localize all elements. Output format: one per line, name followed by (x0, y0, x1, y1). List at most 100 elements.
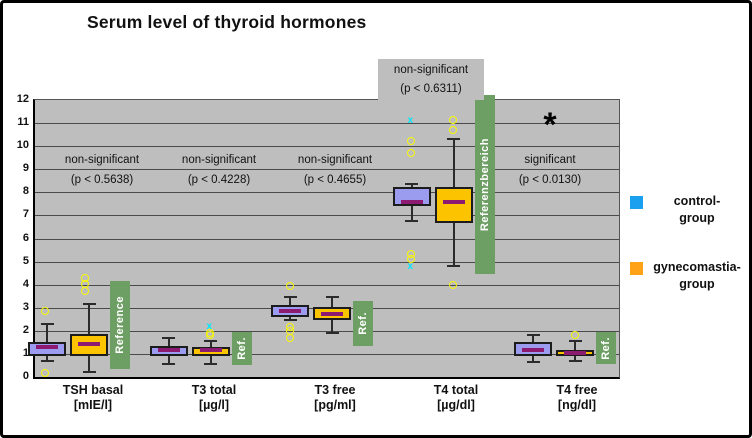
y-axis-tick-label: 7 (22, 208, 29, 221)
boxplot-box-gynecomastia (434, 186, 473, 224)
gridline (35, 192, 619, 194)
boxplot-median-control (400, 199, 423, 204)
outlier-circle-marker (407, 148, 415, 157)
y-axis-tick-label: 9 (22, 162, 29, 175)
boxplot-median-control (522, 348, 544, 353)
boxplot-whisker-cap-control (526, 334, 540, 337)
chart-title: Serum level of thyroid hormones (87, 12, 367, 32)
reference-range-label: Ref. (357, 311, 369, 335)
category-unit: [mIE/l] (73, 398, 113, 412)
reference-range-bar: Ref. (353, 300, 373, 346)
category-unit: [pg/ml] (314, 398, 356, 412)
category-name: T3 free (314, 383, 356, 397)
boxplot-whisker-cap-gynecomastia (82, 371, 96, 374)
y-axis-tick-label: 4 (22, 277, 29, 290)
significance-asterisk: * (543, 106, 557, 144)
reference-range-label: Ref. (600, 336, 612, 360)
annotation-line2: (p < 0.6311) (400, 83, 462, 95)
gridline (35, 284, 619, 286)
boxplot-whisker-cap-gynecomastia (325, 332, 339, 335)
annotation-line2: (p < 0.4655) (303, 174, 367, 186)
y-axis-tick-label: 0 (22, 370, 29, 382)
legend-item-gynecomastia: gynecomastia- group (625, 259, 745, 293)
category-name: T3 total (191, 383, 237, 397)
boxplot-whisker-cap-gynecomastia (568, 359, 582, 362)
outlier-circle-marker (206, 330, 214, 339)
y-axis-tick-label: 8 (22, 185, 29, 198)
legend-swatch-gynecomastia (630, 262, 643, 275)
boxplot-median-control (279, 309, 301, 314)
annotation-line1: significant (524, 154, 576, 166)
boxplot-whisker-cap-gynecomastia (447, 265, 460, 268)
annotation-line2: (p < 0.5638) (70, 174, 134, 186)
reference-range-label: Ref. (235, 337, 248, 361)
significance-annotation: non-significant(p < 0.5638) (40, 150, 164, 190)
annotation-line2: (p < 0.0130) (518, 174, 582, 186)
annotation-line1: non-significant (297, 154, 373, 166)
gridline (35, 169, 619, 171)
boxplot-whisker-cap-control (405, 183, 418, 186)
boxplot-median-gynecomastia (321, 311, 343, 316)
boxplot-median-gynecomastia (564, 350, 586, 355)
outlier-circle-marker (449, 125, 457, 134)
boxplot-whisker-cap-control (40, 322, 54, 325)
boxplot-median-control (36, 344, 58, 349)
boxplot-whisker-cap-control (162, 336, 175, 339)
y-axis-tick-label: 1 (22, 346, 29, 359)
category-unit: [µg/dl] (437, 398, 475, 412)
boxplot-whisker-cap-gynecomastia (82, 303, 96, 306)
gridline (35, 330, 619, 332)
annotation-line1: non-significant (181, 154, 257, 166)
outlier-circle-marker (40, 306, 49, 315)
boxplot-whisker-cap-control (405, 220, 418, 223)
significance-annotation: significant (p < 0.0130) (488, 150, 612, 190)
legend-label-control-line2: group (679, 211, 715, 225)
category-unit: [ng/dl] (557, 398, 597, 412)
significance-annotation: non-significant (p < 0.4228) (157, 150, 281, 190)
outlier-x-marker: x (407, 114, 414, 126)
x-axis-category-label: T3 free[pg/ml] (279, 383, 391, 413)
category-unit: [µg/l] (198, 398, 230, 412)
x-axis-category-label: T3 total[µg/l] (158, 383, 270, 413)
legend-label-control-line1: control- (673, 194, 721, 208)
gridline (35, 353, 619, 355)
y-axis-tick-label: 10 (16, 139, 29, 152)
reference-range-label: Reference (114, 296, 126, 354)
reference-range-bar: Referenzbereich (474, 95, 495, 275)
x-axis-category-label: TSH basal[mIE/l] (37, 383, 149, 413)
annotation-line2: (p < 0.4228) (187, 174, 251, 186)
outlier-circle-marker (407, 137, 415, 146)
boxplot-median-gynecomastia (78, 341, 100, 346)
boxplot-whisker-cap-gynecomastia (204, 340, 217, 343)
significance-annotation: non-significant (p < 0.4655) (273, 150, 397, 190)
gridline (35, 238, 619, 240)
outlier-circle-marker (570, 330, 579, 339)
y-axis-tick-label: 2 (22, 323, 29, 336)
legend-item-control: control- group (625, 193, 745, 227)
boxplot-whisker-cap-control (283, 296, 297, 299)
legend-label-gynecomastia-line2: group (679, 277, 715, 291)
x-axis-category-label: T4 total[µg/dl] (400, 383, 512, 413)
category-name: T4 total (433, 383, 479, 397)
legend-swatch-control (630, 196, 643, 209)
boxplot-whisker-cap-gynecomastia (447, 138, 460, 141)
boxplot-whisker-cap-control (526, 360, 540, 363)
gridline (35, 261, 619, 263)
outlier-circle-marker (285, 282, 294, 291)
outlier-x-marker: x (206, 321, 213, 333)
category-name: TSH basal (62, 383, 124, 397)
boxplot-median-control (157, 348, 180, 353)
outlier-circle-marker (80, 287, 89, 296)
outlier-circle-marker (285, 334, 294, 343)
boxplot-median-gynecomastia (199, 348, 222, 353)
y-axis-tick-label: 3 (22, 300, 29, 313)
boxplot-median-gynecomastia (442, 199, 465, 204)
boxplot-whisker-control (46, 323, 48, 361)
outlier-circle-marker (40, 369, 49, 378)
significance-annotation-box: non-significant(p < 0.6311) (378, 59, 484, 100)
gridline (35, 123, 619, 125)
y-axis-tick-label: 11 (17, 116, 29, 129)
reference-range-bar: Ref. (231, 331, 252, 366)
